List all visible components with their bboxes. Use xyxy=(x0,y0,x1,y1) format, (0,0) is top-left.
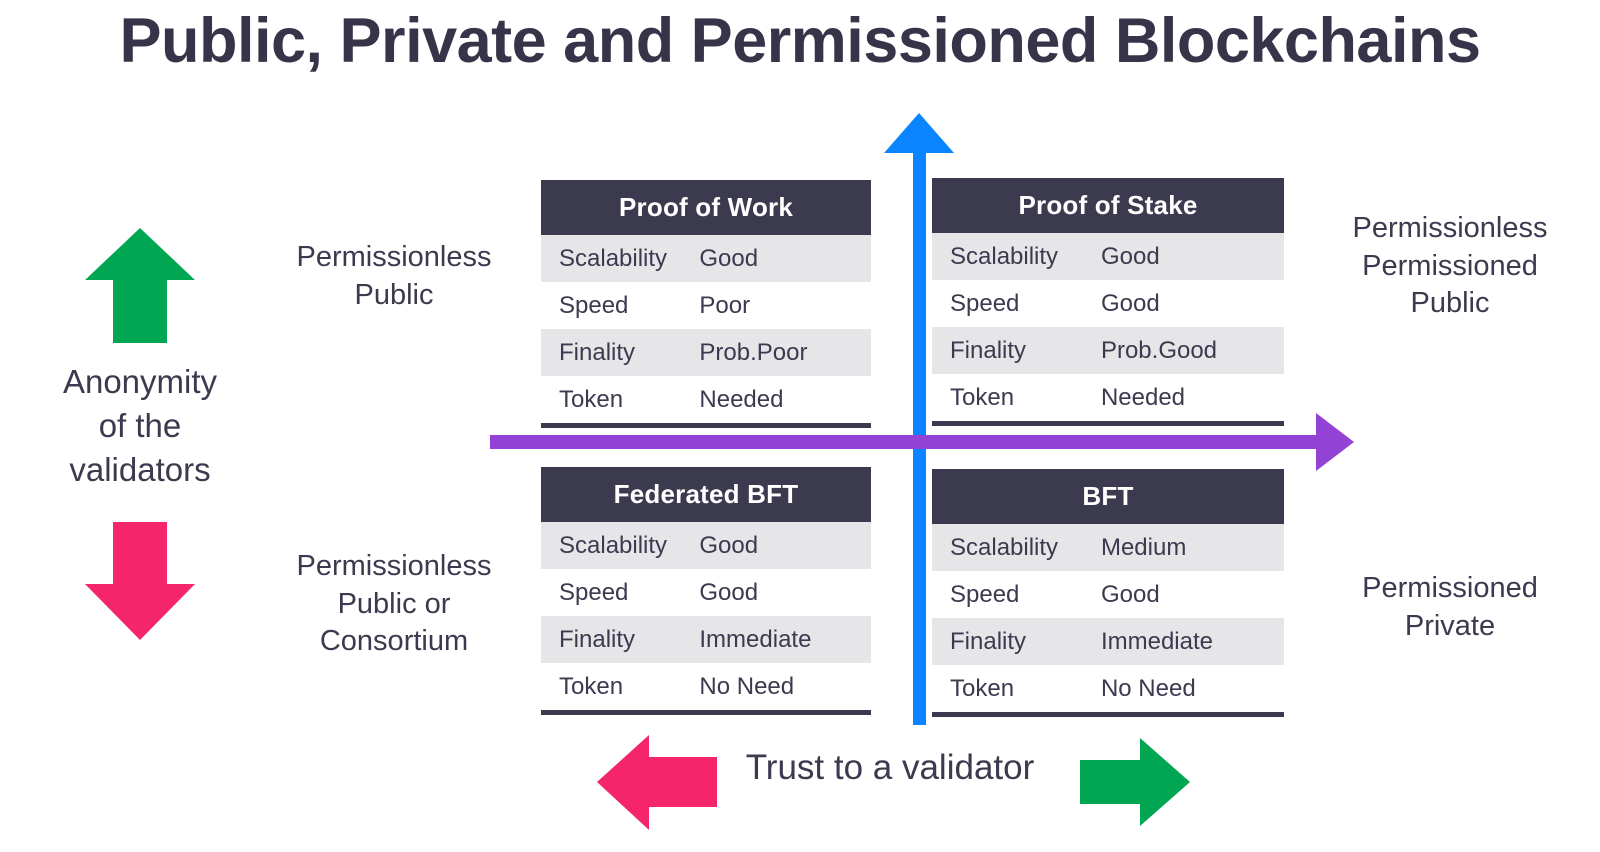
table-header-federated-bft: Federated BFT xyxy=(541,467,871,522)
quadrant-label-top-right-line-2: Permissioned xyxy=(1362,249,1538,282)
row-value: Good xyxy=(699,244,759,272)
table-row: Speed Good xyxy=(932,280,1284,327)
row-value: Needed xyxy=(1100,383,1186,411)
quadrant-label-top-right: Permissionless Permissioned Public xyxy=(1310,210,1590,323)
row-key: Speed xyxy=(559,578,629,606)
table-row: Token No Need xyxy=(932,665,1284,712)
horizontal-axis-arrow-icon xyxy=(1316,413,1354,471)
table-row: Scalability Good xyxy=(541,522,871,569)
row-key: Finality xyxy=(559,338,636,366)
table-federated-bft: Federated BFT Scalability Good Speed Goo… xyxy=(541,467,871,715)
table-row: Token No Need xyxy=(541,663,871,710)
table-proof-of-stake: Proof of Stake Scalability Good Speed Go… xyxy=(932,178,1284,426)
row-key: Scalability xyxy=(950,242,1059,270)
table-header-proof-of-stake: Proof of Stake xyxy=(932,178,1284,233)
quadrant-label-bottom-left: Permissionless Public or Consortium xyxy=(274,548,514,661)
row-key: Scalability xyxy=(559,244,668,272)
quadrant-label-top-left-line-1: Permissionless xyxy=(296,241,492,273)
quadrant-label-bottom-left-line-3: Consortium xyxy=(319,625,469,658)
row-value: Immediate xyxy=(699,625,812,653)
table-row: Speed Good xyxy=(541,569,871,616)
quadrant-label-top-left: Permissionless Public xyxy=(274,239,514,314)
table-row: Finality Immediate xyxy=(932,618,1284,665)
anonymity-label-line-3: validators xyxy=(69,450,211,488)
table-bft: BFT Scalability Medium Speed Good Finali… xyxy=(932,469,1284,717)
anonymity-axis-label: Anonymity of the validators xyxy=(20,360,260,492)
page-title: Public, Private and Permissioned Blockch… xyxy=(119,6,1482,76)
row-key: Token xyxy=(559,385,624,413)
row-value: Good xyxy=(699,578,759,606)
row-value: Poor xyxy=(699,291,751,319)
quadrant-label-bottom-left-line-2: Public or xyxy=(337,587,451,620)
row-value: Good xyxy=(699,531,759,559)
row-value: No Need xyxy=(699,672,795,700)
table-row: Speed Good xyxy=(932,571,1284,618)
horizontal-axis-line xyxy=(490,435,1320,449)
quadrant-label-bottom-right-line-1: Permissioned xyxy=(1362,572,1538,604)
row-key: Speed xyxy=(559,291,629,319)
row-value: Medium xyxy=(1100,533,1187,561)
row-value: Prob.Good xyxy=(1100,336,1218,364)
row-key: Speed xyxy=(950,289,1020,317)
row-key: Token xyxy=(559,672,624,700)
table-header-bft: BFT xyxy=(932,469,1284,524)
row-value: Immediate xyxy=(1100,627,1213,655)
table-header-proof-of-work: Proof of Work xyxy=(541,180,871,235)
row-key: Finality xyxy=(559,625,636,653)
row-value: Good xyxy=(1100,580,1160,608)
table-row: Finality Prob.Poor xyxy=(541,329,871,376)
table-row: Scalability Medium xyxy=(932,524,1284,571)
arrow-left-icon xyxy=(597,735,717,830)
quadrant-label-top-right-line-1: Permissionless xyxy=(1352,212,1548,244)
anonymity-label-line-2: of the xyxy=(98,406,182,444)
arrow-right-icon xyxy=(1080,738,1190,826)
row-key: Token xyxy=(950,383,1015,411)
quadrant-label-bottom-left-line-1: Permissionless xyxy=(296,550,492,582)
table-row: Scalability Good xyxy=(932,233,1284,280)
table-row: Token Needed xyxy=(932,374,1284,421)
row-key: Scalability xyxy=(950,533,1059,561)
quadrant-label-top-left-line-2: Public xyxy=(354,278,434,311)
table-row: Scalability Good xyxy=(541,235,871,282)
row-key: Speed xyxy=(950,580,1020,608)
row-value: Prob.Poor xyxy=(699,338,808,366)
row-key: Token xyxy=(950,674,1015,702)
row-value: Good xyxy=(1100,289,1160,317)
trust-axis-label: Trust to a validator xyxy=(745,748,1035,787)
vertical-axis-arrow-icon xyxy=(884,113,954,153)
anonymity-label-line-1: Anonymity xyxy=(62,363,218,400)
quadrant-label-top-right-line-3: Public xyxy=(1410,287,1490,320)
quadrant-label-bottom-right-line-2: Private xyxy=(1404,609,1496,642)
row-value: Needed xyxy=(699,385,784,413)
row-value: Good xyxy=(1100,242,1160,270)
table-row: Speed Poor xyxy=(541,282,871,329)
arrow-up-icon xyxy=(85,228,195,343)
table-row: Token Needed xyxy=(541,376,871,423)
table-row: Finality Immediate xyxy=(541,616,871,663)
row-key: Scalability xyxy=(559,531,668,559)
row-value: No Need xyxy=(1100,674,1196,702)
table-proof-of-work: Proof of Work Scalability Good Speed Poo… xyxy=(541,180,871,428)
row-key: Finality xyxy=(950,336,1027,364)
row-key: Finality xyxy=(950,627,1027,655)
arrow-down-icon xyxy=(85,522,195,640)
table-row: Finality Prob.Good xyxy=(932,327,1284,374)
quadrant-label-bottom-right: Permissioned Private xyxy=(1310,570,1590,645)
